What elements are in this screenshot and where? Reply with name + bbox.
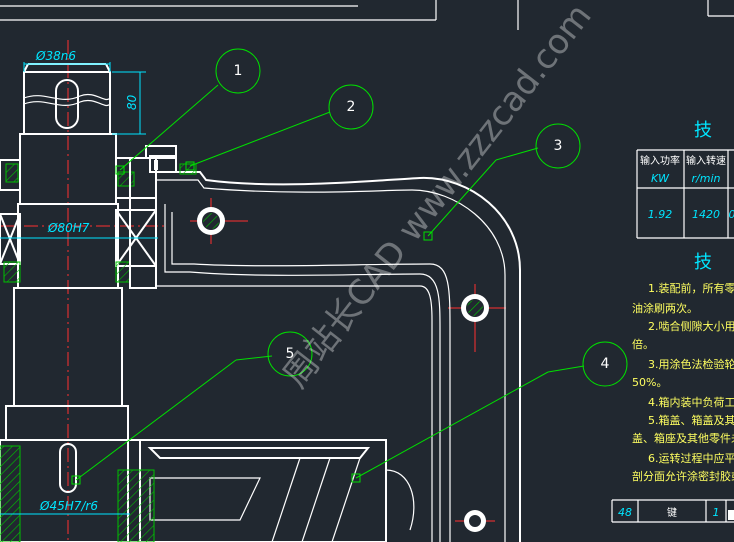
req-line: 3.用涂色法检验轮齿接触 <box>648 357 734 371</box>
table-header-power: 输入功率 <box>640 154 680 167</box>
tech-parameters-table: 输入功率 输入转速 KW r/min 1.92 1420 0 <box>636 149 734 239</box>
svg-text:1: 1 <box>234 63 243 79</box>
balloon-1[interactable]: 1 <box>215 48 261 94</box>
req-line: 油涂刷两次。 <box>632 301 698 315</box>
balloon-5[interactable]: 5 <box>267 331 313 377</box>
svg-text:3: 3 <box>554 138 563 154</box>
parts-list-row[interactable]: 48 键 1 <box>611 499 734 523</box>
table-value-extra: 0 <box>729 208 734 221</box>
table-unit-power: KW <box>651 172 670 185</box>
req-line: 5.箱盖、箱盖及其他零 <box>648 413 734 427</box>
requirements-title: 技 术 <box>694 252 734 273</box>
bolt-head <box>145 145 177 173</box>
watermark: 周站长CAD www.zzzcad.com <box>276 0 600 396</box>
req-line: 1.装配前，所有零件需用 <box>648 281 734 295</box>
svg-text:5: 5 <box>286 346 295 362</box>
dim-lower-bore: Ø45H7/r6 <box>39 499 98 513</box>
dimension-lines <box>0 62 158 515</box>
tech-table-title: 技 术 <box>694 120 734 141</box>
svg-text:2: 2 <box>347 99 356 115</box>
bolt-holes <box>197 207 489 532</box>
svg-text:4: 4 <box>601 356 610 372</box>
req-line: 剖分面允许涂密封胶或水玻璃 <box>632 469 734 483</box>
dim-height: 80 <box>125 94 139 110</box>
housing-cover <box>156 163 521 542</box>
req-line: 倍。 <box>632 337 654 351</box>
parts-row-name: 键 <box>667 506 677 519</box>
gear-section <box>0 439 415 542</box>
req-line: 盖、箱座及其他零件未加工 <box>632 431 734 445</box>
parts-row-number: 48 <box>618 506 632 519</box>
table-header-speed: 输入转速 <box>686 154 726 167</box>
table-value-power: 1.92 <box>648 208 673 221</box>
req-line: 6.运转过程中应平稳、无 <box>648 451 734 465</box>
req-line: 2.啮合侧隙大小用铅丝检 <box>648 319 734 333</box>
requirements-list: 1.装配前，所有零件需用 油涂刷两次。 2.啮合侧隙大小用铅丝检 倍。 3.用涂… <box>632 281 734 483</box>
req-line: 50%。 <box>632 376 667 389</box>
dim-shaft-top: Ø38n6 <box>35 49 76 63</box>
input-shaft <box>0 63 141 542</box>
table-unit-speed: r/min <box>692 172 721 185</box>
top-dimension-lines <box>0 0 734 30</box>
table-value-speed: 1420 <box>692 208 720 221</box>
req-line: 4.箱内装中负荷工业齿轮 <box>648 395 734 409</box>
parts-row-qty: 1 <box>713 506 720 519</box>
balloon-4[interactable]: 4 <box>582 341 628 387</box>
dim-bearing-bore: Ø80H7 <box>47 221 90 235</box>
balloon-3[interactable]: 3 <box>535 123 581 169</box>
leader-lines <box>71 84 585 485</box>
balloon-2[interactable]: 2 <box>328 84 374 130</box>
